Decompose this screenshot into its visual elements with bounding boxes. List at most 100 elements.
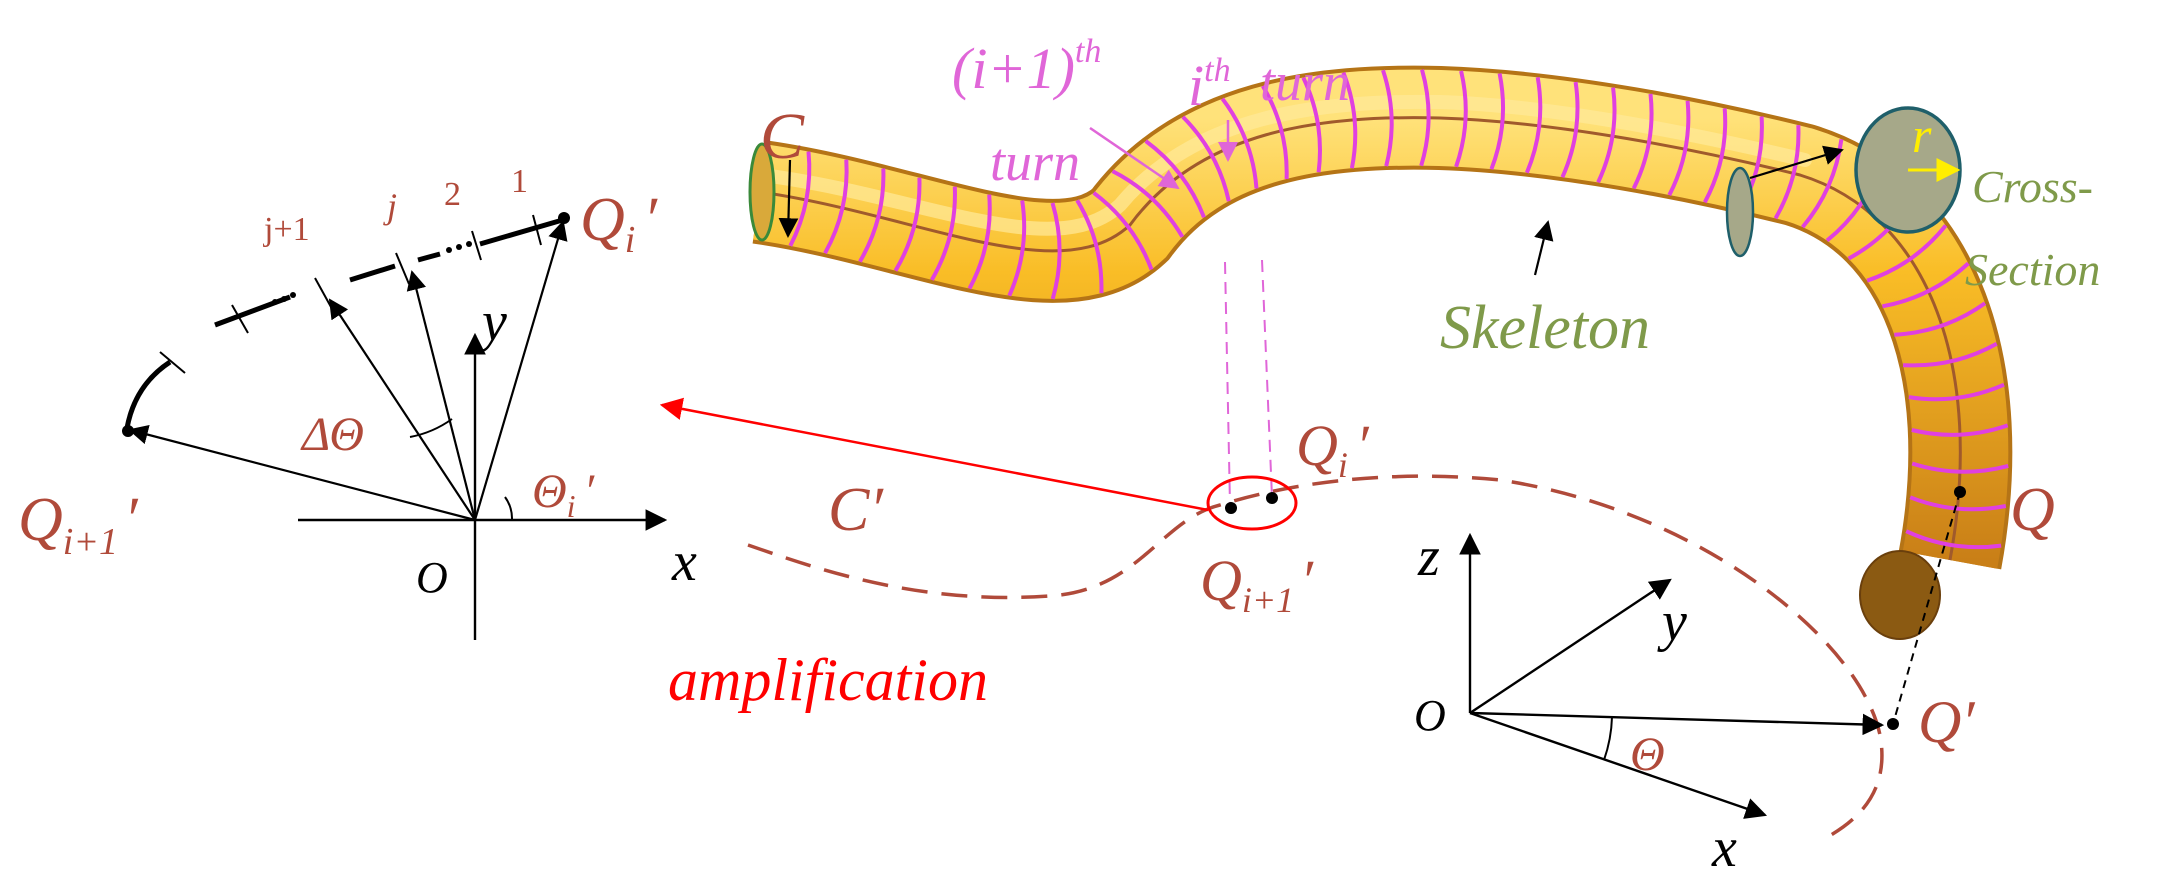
tube-labels: C (i+1)th turn ith turn Skeleton r Cross… (760, 33, 2100, 544)
theta-arc (1603, 716, 1613, 761)
helix-turn (893, 177, 922, 272)
helix-turn (1911, 461, 2009, 474)
cross-section-label-2: Section (1965, 244, 2100, 295)
cross-section-label-1: Cross- (1972, 161, 2093, 212)
helix-turn (1908, 382, 2005, 402)
helix-turn (1381, 69, 1394, 167)
inset-x-label: x (671, 531, 697, 593)
helix-turn (1419, 69, 1431, 167)
helix-turn (1092, 191, 1154, 271)
tube-highlight (755, 94, 1812, 236)
inset-y-label: y (477, 291, 507, 353)
helix-turn (1911, 423, 2009, 437)
helix-turn (1301, 76, 1322, 173)
amplification-arrow (659, 397, 1209, 512)
inset-qi1-label: Qi+1′ (18, 486, 139, 563)
helix-turn (1631, 93, 1654, 190)
helix-turn (1703, 108, 1728, 204)
curve-c-arrow (778, 159, 799, 238)
point-q-prime (1887, 718, 1899, 730)
helix-turn (1894, 301, 1987, 337)
q-prime-label: Q′ (1918, 689, 1975, 755)
helix-tube (748, 65, 2013, 640)
helix-turn (1866, 224, 1948, 283)
point-q-label: Q (2010, 476, 2055, 544)
vector-qi (473, 220, 568, 521)
y-label: y (1657, 591, 1687, 653)
delta-theta-label: ΔΘ (300, 408, 364, 461)
helix-turn (1261, 84, 1289, 180)
delta-theta-arc (409, 418, 453, 438)
helix-turn (1454, 70, 1468, 168)
cross-section-slice (1725, 166, 1755, 258)
point-qi (558, 212, 570, 224)
curve-c-prime-label: C′ (828, 476, 884, 544)
helix-turn (1909, 495, 2007, 512)
bottom-qi-label: Qi′ (1296, 413, 1370, 485)
vector-1 (406, 270, 477, 521)
skeleton-label: Skeleton (1440, 294, 1650, 362)
tube-start-cap (748, 142, 776, 242)
tick-label-2: 2 (444, 176, 461, 213)
helix-turn (930, 186, 957, 281)
tick-label-1: 1 (511, 163, 528, 200)
helix-turn (1902, 342, 1998, 368)
helix-turn (1144, 139, 1206, 219)
vector-2 (328, 298, 476, 521)
helix-turn (1882, 261, 1970, 309)
inset-qi-label: Qi′ (580, 186, 658, 261)
helix-turn (1181, 115, 1231, 202)
origin-label: O (1414, 691, 1446, 740)
discrete-curve (124, 214, 567, 429)
helix-turn (1007, 200, 1027, 297)
helix-turn (1075, 199, 1104, 294)
projected-curve-group: C′ Qi′ Qi+1′ amplification (659, 259, 1961, 842)
left-inset: j+1 j 2 1 Qi′ Qi+1′ ΔΘ Θi′ x y O (18, 163, 697, 640)
projection-line-2 (1261, 259, 1273, 498)
point-qi1-bottom (1266, 492, 1278, 504)
helix-turn (1050, 202, 1062, 300)
helix-turn (1111, 169, 1185, 238)
vector-q-prime (1469, 711, 1885, 736)
skeleton-line (759, 116, 1962, 561)
helix-turn (1596, 87, 1617, 184)
tick-label-j1: j+1 (263, 211, 310, 248)
projection-line-1 (1224, 261, 1231, 506)
amplification-label: amplification (668, 647, 988, 713)
turn-next-arrow (1089, 126, 1180, 190)
tube-end-cap (1859, 550, 1941, 640)
theta-i-label: Θi′ (532, 465, 596, 524)
cross-section-arrow (1749, 145, 1844, 180)
curve-c-label: C (760, 100, 805, 173)
helix-turn (823, 159, 849, 255)
vector-qi1 (128, 424, 476, 522)
radius-label: r (1912, 107, 1932, 163)
turn-i-word: turn (1260, 52, 1350, 112)
helix-turn (967, 194, 992, 290)
skeleton-arrow (1533, 220, 1554, 276)
point-qi-bottom (1225, 502, 1237, 514)
point-qi1 (122, 425, 134, 437)
y-axis (1469, 578, 1672, 714)
helix-turn (1220, 97, 1259, 189)
theta-label: Θ (1630, 728, 1665, 781)
projection-line-q (1892, 491, 1961, 725)
helix-turns (788, 69, 2009, 550)
x-label: x (1711, 817, 1737, 879)
helix-turn (1905, 529, 2002, 550)
helix-turn (858, 168, 886, 263)
magnify-ellipse (1206, 475, 1298, 531)
bottom-axes: z y x O Θ Q′ (1414, 526, 1975, 879)
tick-label-j: j (383, 186, 397, 226)
helix-turn (1525, 76, 1543, 174)
inset-origin-label: O (416, 553, 448, 602)
turn-next-word: turn (990, 132, 1080, 192)
x-axis (1469, 711, 1768, 819)
helix-turn (1667, 100, 1691, 197)
curve-dots (272, 241, 472, 305)
turn-i-label: ith (1188, 52, 1231, 118)
bottom-qi1-label: Qi+1′ (1200, 548, 1314, 620)
z-label: z (1417, 526, 1440, 588)
helix-turn (1489, 73, 1505, 170)
